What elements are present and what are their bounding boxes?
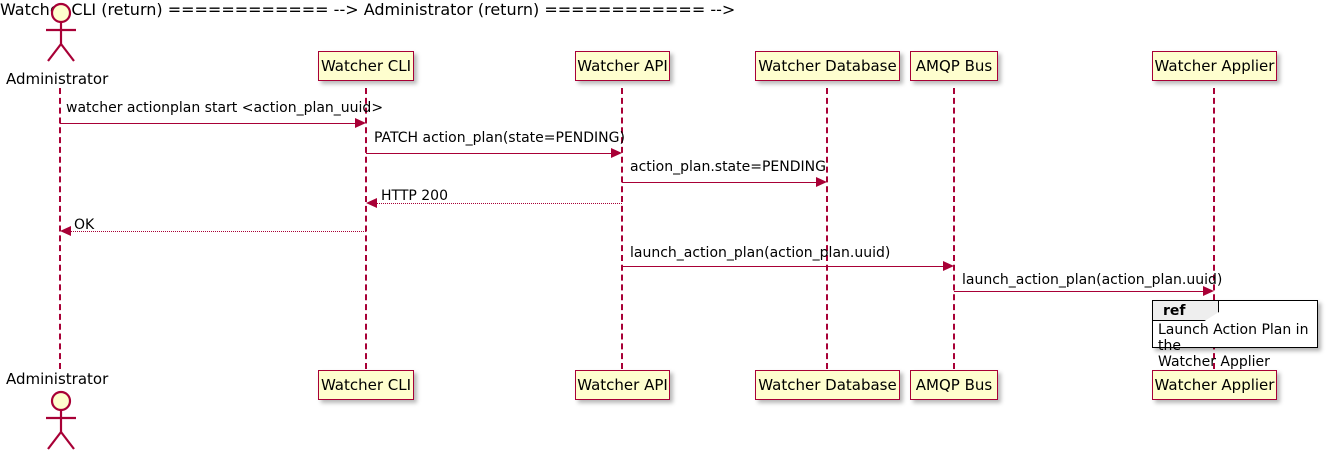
message-arrowhead-launch-action-plan-api-amqp xyxy=(943,261,954,271)
participant-watcher-cli-bottom[interactable]: Watcher CLI xyxy=(318,370,414,400)
message-line-actionplan-start xyxy=(60,123,355,124)
participant-watcher-api-top[interactable]: Watcher API xyxy=(575,51,670,81)
lifeline-watcher-api xyxy=(621,88,623,369)
message-arrowhead-patch-action-plan xyxy=(611,148,622,158)
message-line-launch-action-plan-amqp-applier xyxy=(954,291,1203,292)
participant-watcher-applier-top[interactable]: Watcher Applier xyxy=(1152,51,1277,81)
message-arrowhead-actionplan-start xyxy=(355,118,366,128)
message-line-launch-action-plan-api-amqp xyxy=(622,266,943,267)
message-label-ok: OK xyxy=(74,217,95,233)
message-line-http-200 xyxy=(377,203,622,204)
message-line-state-pending xyxy=(622,182,816,183)
message-arrowhead-http-200 xyxy=(366,198,377,208)
message-label-launch-action-plan-api-amqp: launch_action_plan(action_plan.uuid) xyxy=(630,245,891,261)
ref-fragment-tab xyxy=(1153,301,1219,321)
actor-administrator-bottom-icon xyxy=(46,390,76,450)
participant-watcher-applier-bottom[interactable]: Watcher Applier xyxy=(1152,370,1277,400)
participant-watcher-database-top[interactable]: Watcher Database xyxy=(755,51,900,81)
participant-watcher-cli-top[interactable]: Watcher CLI xyxy=(318,51,414,81)
participant-amqp-bus-bottom[interactable]: AMQP Bus xyxy=(910,370,998,400)
lifeline-amqp-bus xyxy=(953,88,955,369)
ref-fragment-text: Launch Action Plan in the Watcher Applie… xyxy=(1158,322,1309,370)
ref-fragment-launch-action-plan[interactable] xyxy=(1152,300,1318,348)
actor-administrator-top-label: Administrator xyxy=(6,70,109,88)
participant-watcher-api-bottom[interactable]: Watcher API xyxy=(575,370,670,400)
message-line-ok xyxy=(71,231,366,232)
message-label-actionplan-start: watcher actionplan start <action_plan_uu… xyxy=(66,100,384,116)
lifeline-watcher-database xyxy=(826,88,828,369)
message-label-http-200: HTTP 200 xyxy=(381,188,448,204)
message-label-launch-action-plan-amqp-applier: launch_action_plan(action_plan.uuid) xyxy=(962,272,1223,288)
ref-fragment-tab-label: ref xyxy=(1163,303,1186,319)
message-label-patch-action-plan: PATCH action_plan(state=PENDING) xyxy=(374,130,625,146)
message-label-state-pending: action_plan.state=PENDING xyxy=(630,159,826,175)
message-arrowhead-launch-action-plan-amqp-applier xyxy=(1203,286,1214,296)
actor-administrator-top-icon xyxy=(46,2,76,62)
message-arrowhead-state-pending xyxy=(816,177,827,187)
message-arrowhead-ok xyxy=(60,226,71,236)
actor-administrator-bottom-label: Administrator xyxy=(6,370,109,388)
message-line-patch-action-plan xyxy=(366,153,611,154)
lifeline-watcher-applier xyxy=(1213,88,1215,369)
lifeline-watcher-cli xyxy=(365,88,367,369)
participant-watcher-database-bottom[interactable]: Watcher Database xyxy=(755,370,900,400)
participant-amqp-bus-top[interactable]: AMQP Bus xyxy=(910,51,998,81)
